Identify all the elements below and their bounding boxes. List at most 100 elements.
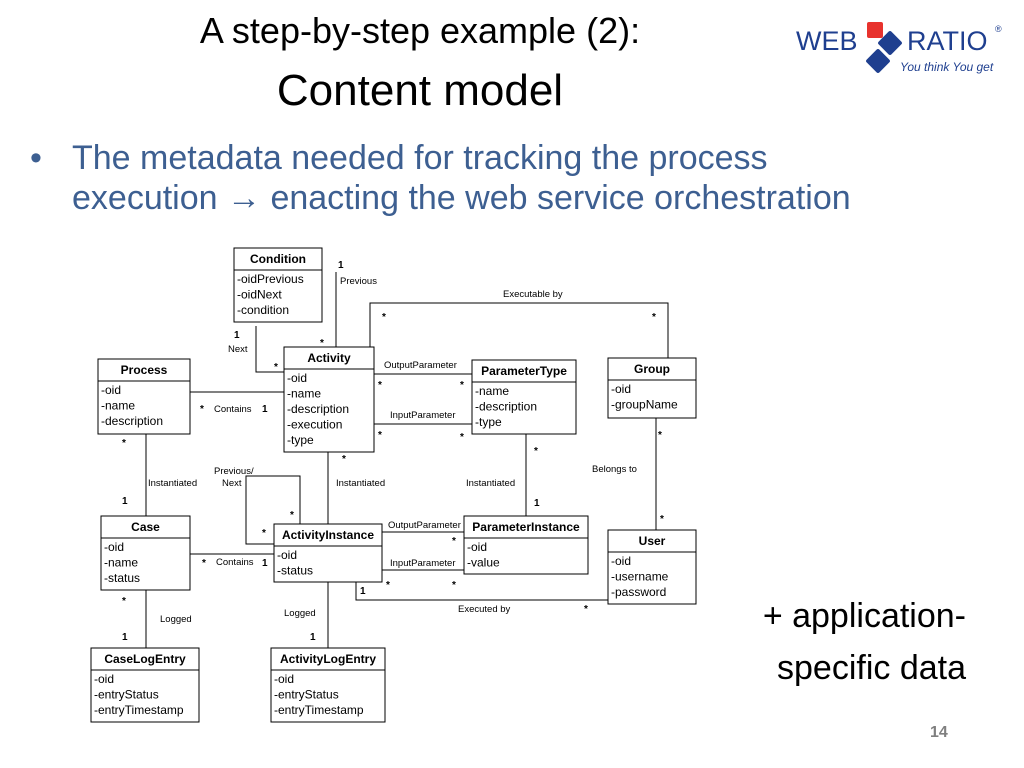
logo-web-text: WEB <box>796 26 858 56</box>
class-box-border <box>607 357 697 419</box>
class-attribute: -description <box>287 402 349 416</box>
class-case: Case-oid-name-status <box>100 515 191 591</box>
class-activityinstance: ActivityInstance-oid-status <box>273 523 383 583</box>
class-attribute: -name <box>475 384 509 398</box>
class-name: User <box>639 534 666 548</box>
class-parameterinstance: ParameterInstance-oid-value <box>463 515 589 575</box>
class-box-border <box>273 523 383 583</box>
label-belongs-to: Belongs to <box>592 464 637 475</box>
label-previous-next-1: Previous/ <box>214 466 254 477</box>
mult-1: 1 <box>338 260 344 271</box>
mult-3: 1 <box>234 330 240 341</box>
bullet-line2: execution → enacting the web service orc… <box>72 178 851 218</box>
label-input-parameter-1: InputParameter <box>390 410 455 421</box>
class-attribute: -type <box>475 415 502 429</box>
mult-13: * <box>122 438 126 449</box>
mult-10: * <box>460 432 464 443</box>
label-output-parameter-2: OutputParameter <box>388 520 461 531</box>
class-group: Group-oid-groupName <box>607 357 697 419</box>
class-attribute: -entryStatus <box>274 688 339 702</box>
mult-6: * <box>652 312 656 323</box>
bullet-line2-part1: execution <box>72 179 218 217</box>
mult-8: * <box>460 380 464 391</box>
class-process: Process-oid-name-description <box>97 358 191 435</box>
class-attribute: -oid <box>101 383 121 397</box>
logo-registered-mark: ® <box>995 24 1002 34</box>
class-attribute: -description <box>475 400 537 414</box>
class-attribute: -value <box>467 556 500 570</box>
class-attribute: -type <box>287 433 314 447</box>
mult-28: * <box>584 604 588 615</box>
class-attribute: -oid <box>274 672 294 686</box>
class-condition: Condition -oidPrevious -oidNext-condition <box>233 247 323 323</box>
mult-21: * <box>262 528 266 539</box>
class-attribute: -oid <box>287 371 307 385</box>
bullet-dot-icon: • <box>30 139 42 177</box>
label-input-parameter-2: InputParameter <box>390 558 455 569</box>
class-attribute: -oid <box>104 540 124 554</box>
mult-23: 1 <box>262 558 268 569</box>
class-attribute: -entryStatus <box>94 688 159 702</box>
application-specific-note: + application- specific data <box>763 590 966 694</box>
class-attribute: -name <box>287 387 321 401</box>
class-name: ActivityInstance <box>282 528 374 542</box>
class-attribute: -oid <box>94 672 114 686</box>
mult-24: * <box>452 536 456 547</box>
logo-ratio-text: RATIO <box>907 26 988 56</box>
mult-7: * <box>378 380 382 391</box>
logo-tagline: You think You get <box>900 60 994 74</box>
class-attribute: -oid <box>611 382 631 396</box>
bullet-line1: The metadata needed for tracking the pro… <box>72 139 768 177</box>
mult-16: * <box>534 446 538 457</box>
mult-20: * <box>290 510 294 521</box>
class-box-border <box>471 359 577 435</box>
association-lines <box>145 272 669 648</box>
class-caselogentry: CaseLogEntry-oid-entryStatus-entryTimest… <box>90 647 200 723</box>
label-logged-1: Logged <box>160 614 192 625</box>
label-previous-next-2: Next <box>222 478 242 489</box>
slide-title-line2: Content model <box>276 66 564 115</box>
page-number: 14 <box>930 724 948 741</box>
class-boxes: Condition-oidPrevious-oidNext-conditionP… <box>90 247 697 723</box>
slide-title-line1: A step-by-step example (2): <box>199 10 641 51</box>
label-instantiated-2: Instantiated <box>336 478 385 489</box>
class-box-border <box>463 515 589 575</box>
class-box-border <box>607 529 697 605</box>
class-attribute: -status <box>104 571 140 585</box>
class-name: Group <box>634 362 670 376</box>
class-attribute: -oid <box>277 548 297 562</box>
note-line1: + application- <box>762 597 966 635</box>
class-name: Activity <box>307 351 351 365</box>
class-box-border <box>283 346 375 453</box>
class-attribute: -name <box>104 556 138 570</box>
class-attribute: -execution <box>287 418 342 432</box>
label-next: Next <box>228 344 248 355</box>
mult-5: * <box>382 312 386 323</box>
mult-12: 1 <box>262 404 268 415</box>
class-name: Condition <box>250 252 306 266</box>
multiplicities: 1 * 1 * * * * * * * * 1 * 1 * * 1 * * * … <box>122 260 664 643</box>
right-arrow-icon: → <box>227 179 261 217</box>
class-activitylogentry: ActivityLogEntry-oid-entryStatus-entryTi… <box>270 647 386 723</box>
label-contains-2: Contains <box>216 557 254 568</box>
label-instantiated-1: Instantiated <box>148 478 197 489</box>
class-name: ParameterType <box>481 364 567 378</box>
class-name: ParameterInstance <box>472 520 580 534</box>
label-previous: Previous <box>340 276 377 287</box>
mult-17: 1 <box>534 498 540 509</box>
mult-14: 1 <box>122 496 128 507</box>
class-parametertype: ParameterType -name -description-type <box>471 359 577 435</box>
class-box-border <box>90 647 200 723</box>
mult-9: * <box>378 430 382 441</box>
class-attribute: -oidPrevious <box>237 272 304 286</box>
class-attribute: -condition <box>237 303 289 317</box>
bullet-line2-part2: enacting the web service orchestration <box>270 179 851 217</box>
mult-31: 1 <box>310 632 316 643</box>
class-user: User-oid-username-password <box>607 529 697 605</box>
class-attribute: -entryTimestamp <box>94 703 184 717</box>
class-name: ActivityLogEntry <box>280 652 376 666</box>
class-attribute: -oidNext <box>237 288 282 302</box>
mult-25: * <box>386 580 390 591</box>
class-name: Process <box>121 363 168 377</box>
